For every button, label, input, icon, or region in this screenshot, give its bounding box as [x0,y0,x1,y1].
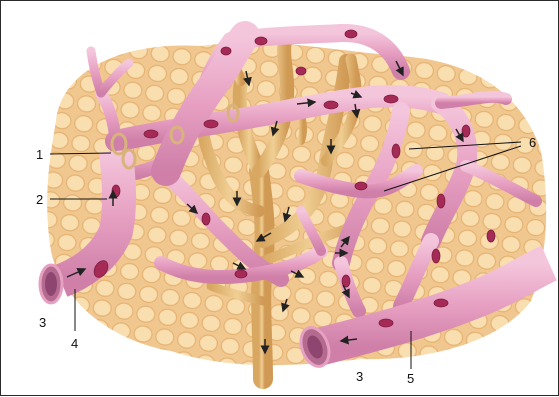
label-3-right: 3 [356,369,363,384]
label-6: 6 [529,135,536,150]
label-1: 1 [36,147,43,162]
label-5: 5 [407,371,414,386]
label-2: 2 [36,192,43,207]
label-3-left: 3 [39,315,46,330]
label-4: 4 [71,336,78,351]
